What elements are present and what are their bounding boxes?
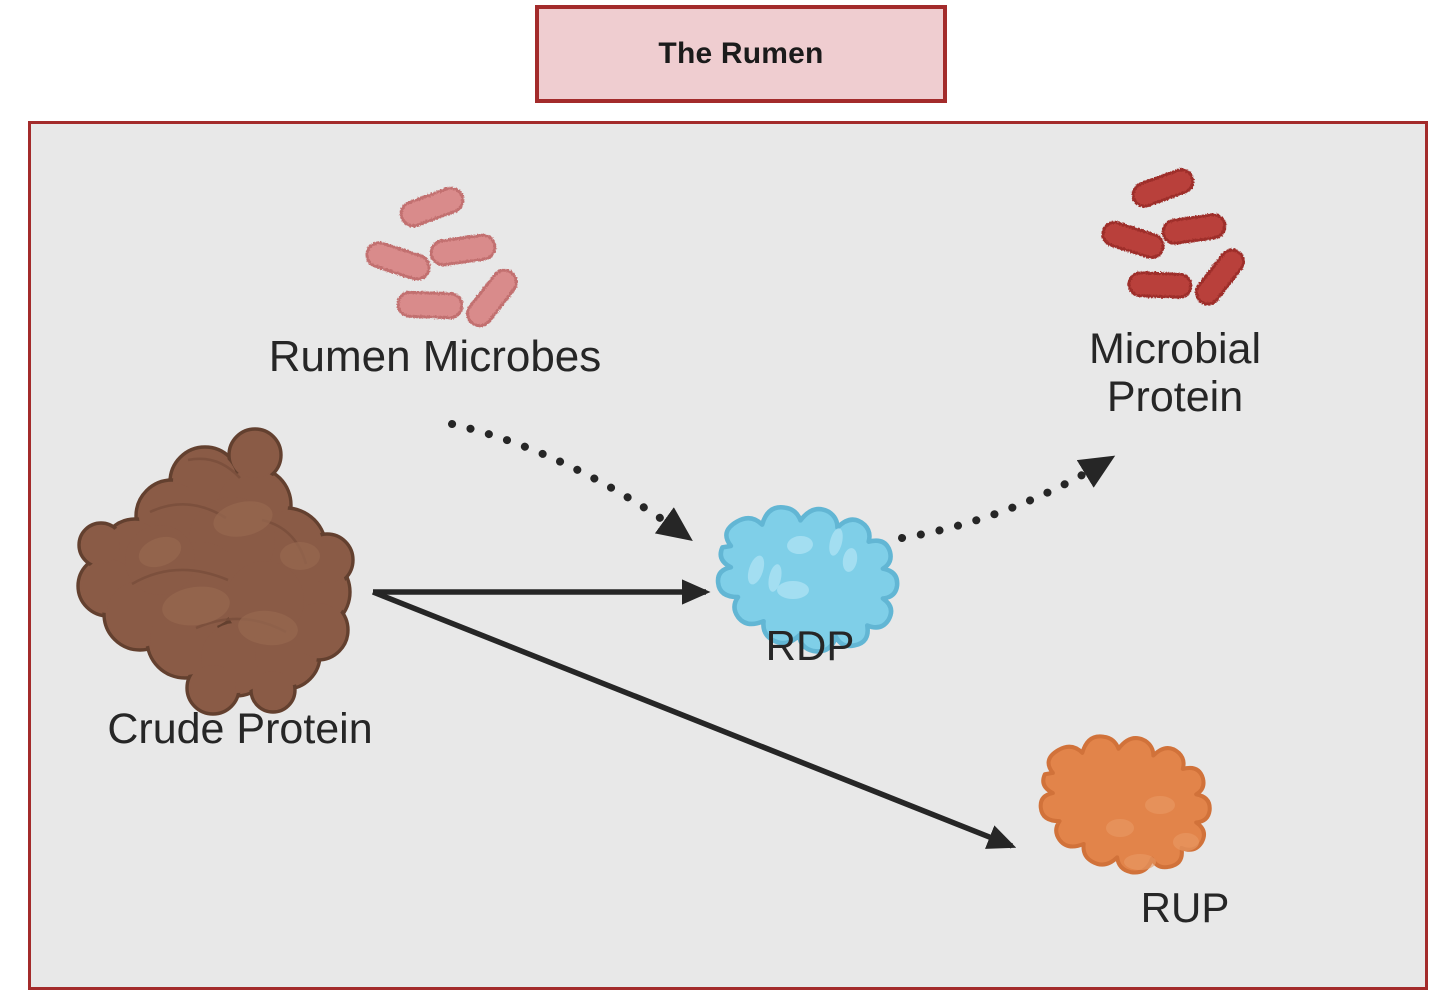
diagram-title-box: The Rumen bbox=[535, 5, 947, 103]
label-microbial-protein: Microbial Protein bbox=[1088, 325, 1262, 422]
label-rup: RUP bbox=[1140, 884, 1230, 931]
rumen-compartment-panel bbox=[28, 121, 1428, 990]
label-rumen-microbes: Rumen Microbes bbox=[268, 332, 602, 381]
label-crude-protein: Crude Protein bbox=[107, 705, 373, 753]
page-title: The Rumen bbox=[658, 37, 824, 70]
label-rdp: RDP bbox=[765, 622, 855, 669]
